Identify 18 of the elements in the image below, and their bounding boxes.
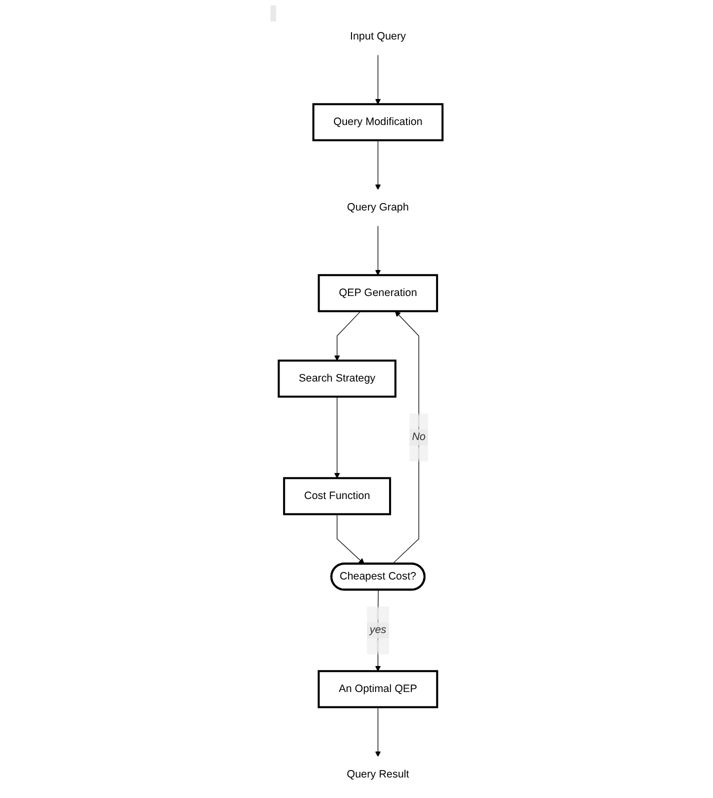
arrow bbox=[374, 54, 381, 104]
node-box: Cost Function bbox=[282, 477, 391, 516]
node-box: An Optimal QEP bbox=[318, 670, 438, 708]
node-box: Query Modification bbox=[312, 103, 444, 142]
arrow bbox=[374, 225, 381, 276]
arrow bbox=[334, 396, 340, 478]
node-text: Query Result bbox=[346, 768, 409, 780]
node-box: Search Strategy bbox=[278, 360, 396, 398]
arrow bbox=[392, 310, 419, 564]
node-text: Query Graph bbox=[346, 202, 409, 214]
edge-label: yes bbox=[369, 624, 386, 636]
arrow bbox=[334, 310, 361, 361]
edge-label: No bbox=[412, 431, 426, 443]
arrow bbox=[374, 140, 381, 190]
arrow bbox=[374, 706, 381, 757]
arrow bbox=[336, 514, 364, 564]
node-box: QEP Generation bbox=[318, 274, 438, 312]
node-text: Input Query bbox=[350, 30, 406, 42]
